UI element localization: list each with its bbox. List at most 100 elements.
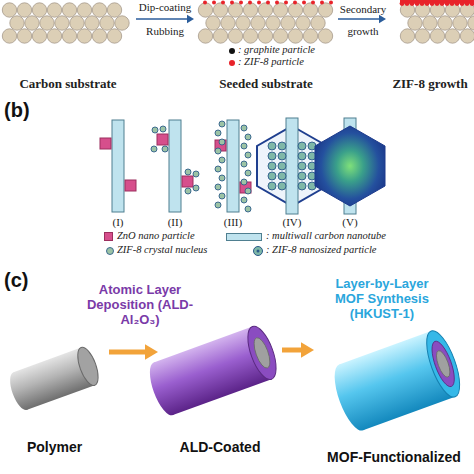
substrate-particle <box>77 29 91 43</box>
crystal-nucleus <box>245 206 251 212</box>
substrate-particle <box>47 29 61 43</box>
substrate-particle <box>273 3 287 17</box>
process-step: Layer-by-Layer MOF Synthesis (HKUST-1) <box>322 276 442 321</box>
zif8-particle <box>329 1 333 5</box>
zif8-particle <box>420 1 425 6</box>
substrate-particle <box>92 3 106 17</box>
nanotube-stage-2 <box>182 176 193 187</box>
nanotube-stage-2 <box>152 127 158 133</box>
stage-label: Polymer <box>27 439 82 458</box>
nanotube-stage-2 <box>151 146 157 152</box>
substrate-particle <box>100 16 114 30</box>
nanotube-stage-2 <box>151 120 199 212</box>
zif8-particle <box>239 1 243 5</box>
substrate-particle <box>258 3 272 17</box>
substrate-particle <box>318 29 332 43</box>
zif8-particle <box>455 1 460 6</box>
arrow-head <box>301 342 314 358</box>
nanotube-stage-2 <box>169 120 181 212</box>
crystal-nucleus <box>245 152 251 158</box>
substrate-particle <box>107 29 121 43</box>
nanotube-stage-1 <box>100 138 111 149</box>
substrate-particle <box>303 29 317 43</box>
substrate-particle <box>17 29 31 43</box>
substrate-particle <box>318 3 332 17</box>
crystal-nucleus <box>241 179 247 185</box>
stage-box: Polymer <box>2 330 107 458</box>
mof-functionalized-cylinder <box>427 339 458 390</box>
crystal-nucleus <box>241 125 247 131</box>
zif8-particle <box>415 1 420 6</box>
legend-swatch <box>226 233 262 241</box>
substrate-particle <box>198 29 212 43</box>
substrate-particle <box>423 16 437 30</box>
crystal-nucleus <box>241 197 247 203</box>
substrate-particle <box>408 16 422 30</box>
substrate-particle <box>32 3 46 17</box>
zif8-particle <box>400 1 405 6</box>
legend-swatch <box>104 232 113 241</box>
process-arrow <box>338 15 386 23</box>
zif8-particle <box>212 1 216 5</box>
zif8-particle <box>470 1 474 6</box>
nanosized-particle <box>278 162 286 170</box>
legend-text: ZnO nano particle <box>117 230 195 243</box>
zif8-particle <box>460 1 465 6</box>
process-step: Atomic Layer Deposition (ALD-Al₂O₃) <box>86 282 194 327</box>
substrate-particle <box>303 3 317 17</box>
substrate-particle <box>17 3 31 17</box>
ald-coated-cylinder <box>251 336 273 370</box>
zif8-particle <box>405 1 410 6</box>
arrow-head <box>379 15 386 23</box>
nanotube-stage-3 <box>227 120 239 212</box>
zif8-particle <box>425 1 430 6</box>
nanotube-stage-2 <box>151 126 199 194</box>
legend-shape-samples <box>257 250 260 253</box>
zif8-particle <box>320 1 324 5</box>
substrate-particle <box>213 3 227 17</box>
substrate-particle <box>430 29 444 43</box>
nanosized-particle <box>298 152 306 160</box>
zif8-particle <box>311 1 315 5</box>
crystal-nucleus <box>219 193 225 199</box>
nanotube-stage-2 <box>185 169 191 175</box>
substrate-particle <box>25 16 39 30</box>
nanotube-stage-5 <box>315 118 385 214</box>
zif8-particle <box>465 1 470 6</box>
substrate-particle <box>198 3 212 17</box>
process-arrow <box>282 342 314 358</box>
zif8-particle <box>445 1 450 6</box>
substrate-particle <box>236 16 250 30</box>
zif8-particle <box>293 1 297 5</box>
nanosized-particle <box>298 162 306 170</box>
crystal-nucleus <box>215 130 221 136</box>
nanosized-particle <box>268 142 276 150</box>
stage-number: (II) <box>155 216 195 229</box>
polymer-cylinder <box>74 345 103 388</box>
substrate-particle <box>288 3 302 17</box>
zif8-particle <box>203 1 207 5</box>
substrate-particle <box>453 16 467 30</box>
stage-box: MOF-Functionalized <box>316 330 472 468</box>
crystal-nucleus <box>245 170 251 176</box>
substrate-particle <box>228 29 242 43</box>
substrate-particle <box>296 16 310 30</box>
substrate-particle <box>311 16 325 30</box>
legend-text: : multiwall carbon nanotube <box>266 230 386 243</box>
nanosized-particle <box>278 142 286 150</box>
legend-swatch <box>229 48 235 54</box>
nanosized-particle <box>278 182 286 190</box>
crystal-nucleus <box>241 143 247 149</box>
nanosized-particle <box>298 172 306 180</box>
zif8-particle <box>221 1 225 5</box>
panel-letter: (c) <box>4 268 44 292</box>
substrate-particle <box>77 3 91 17</box>
nanosized-particle <box>268 162 276 170</box>
nanosized-particle <box>298 182 306 190</box>
nanotube-stage-2 <box>162 146 168 152</box>
stage-box: ALD-Coated <box>160 330 280 458</box>
zif8-particle <box>410 1 415 6</box>
legend-shape-samples <box>254 247 263 256</box>
substrate-particle <box>55 16 69 30</box>
nanotube-stage-1 <box>125 180 136 191</box>
